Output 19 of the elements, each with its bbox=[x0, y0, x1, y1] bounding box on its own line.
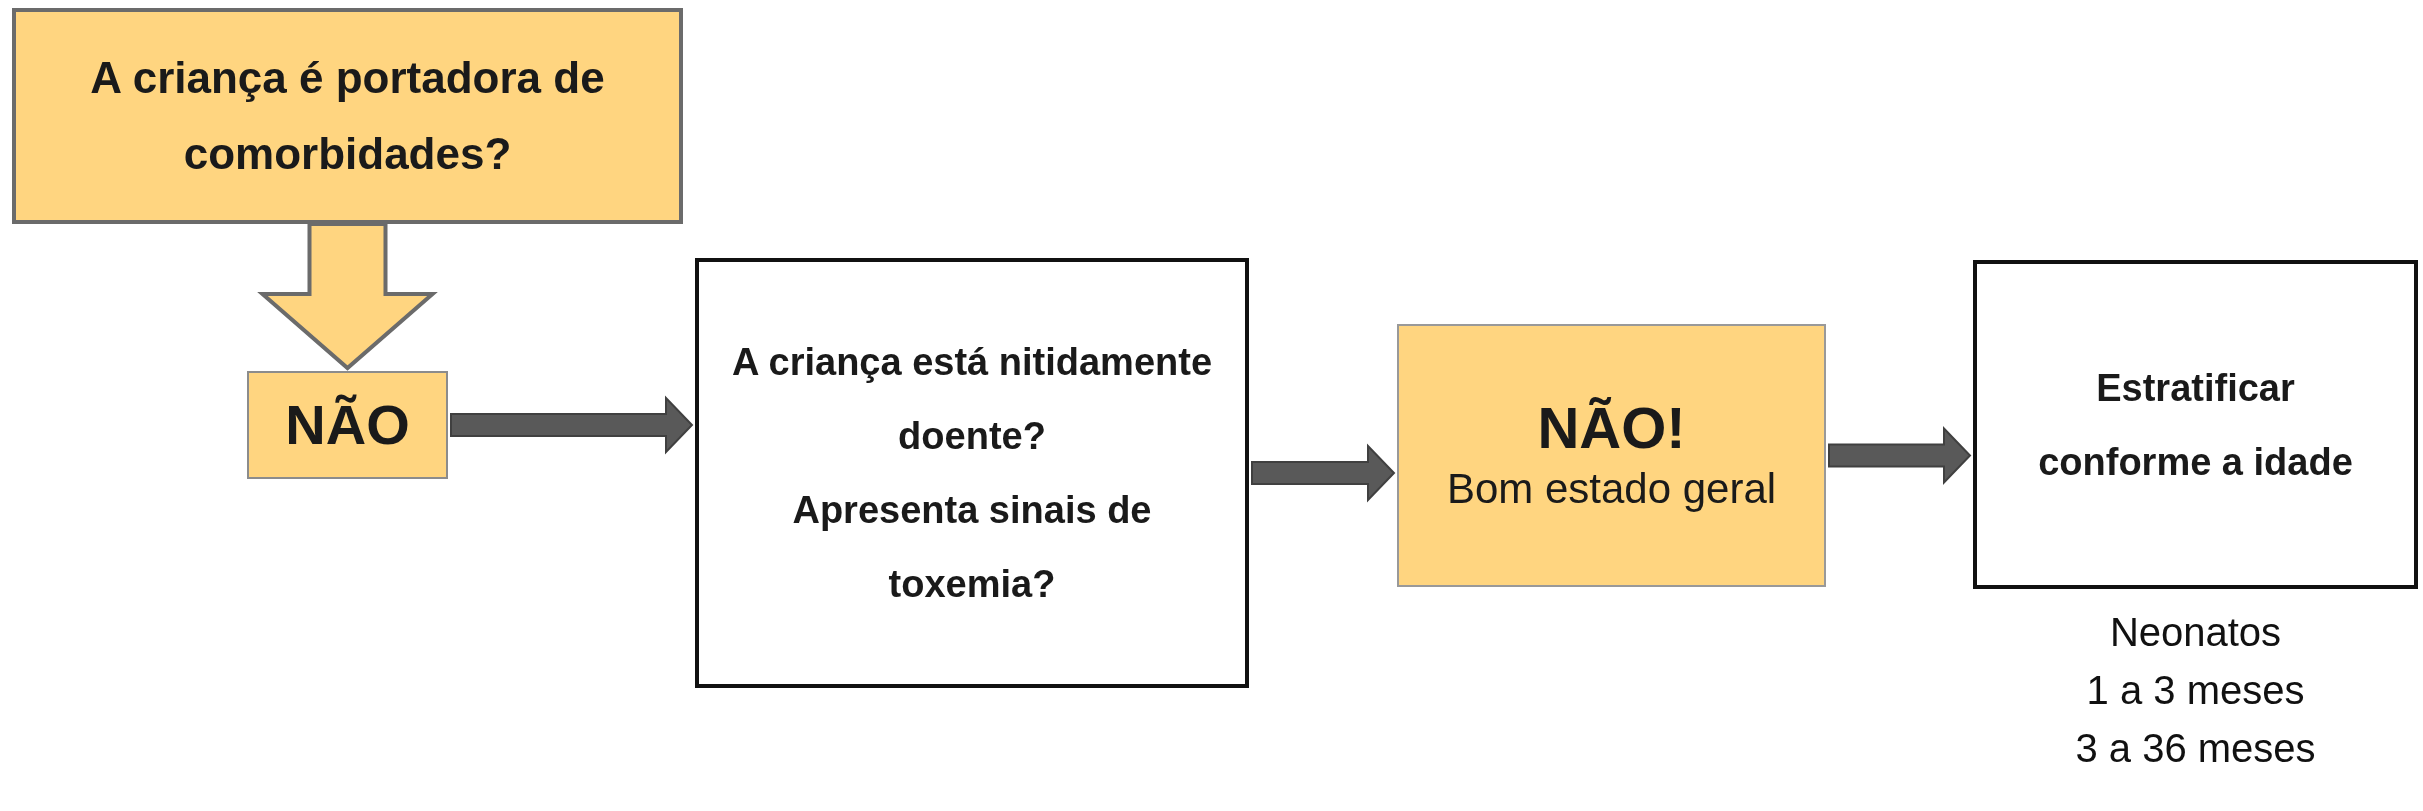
note-text: Neonatos bbox=[2108, 609, 2283, 656]
note-text: 3 a 36 meses bbox=[2074, 725, 2317, 772]
block-arrow bbox=[450, 395, 694, 455]
box-text: Apresenta sinais de toxemia? bbox=[791, 488, 1153, 607]
process-box bbox=[1973, 260, 2418, 589]
highlight-box bbox=[1397, 324, 1826, 587]
box-text: NÃO! bbox=[1537, 394, 1686, 461]
note-text: 1 a 3 meses bbox=[2085, 667, 2306, 714]
block-arrow bbox=[1251, 443, 1396, 503]
highlight-box bbox=[12, 8, 683, 224]
highlight-box bbox=[247, 371, 448, 479]
block-arrow bbox=[257, 222, 438, 371]
box-text: Estratificar conforme a idade bbox=[2037, 365, 2354, 485]
box-text: A criança é portadora de comorbidades? bbox=[89, 52, 606, 180]
box-text: NÃO bbox=[285, 395, 410, 455]
block-arrow bbox=[1828, 426, 1972, 485]
process-box bbox=[695, 258, 1249, 688]
box-text: A criança está nitidamente doente? bbox=[730, 340, 1214, 459]
box-text: Bom estado geral bbox=[1446, 463, 1777, 514]
